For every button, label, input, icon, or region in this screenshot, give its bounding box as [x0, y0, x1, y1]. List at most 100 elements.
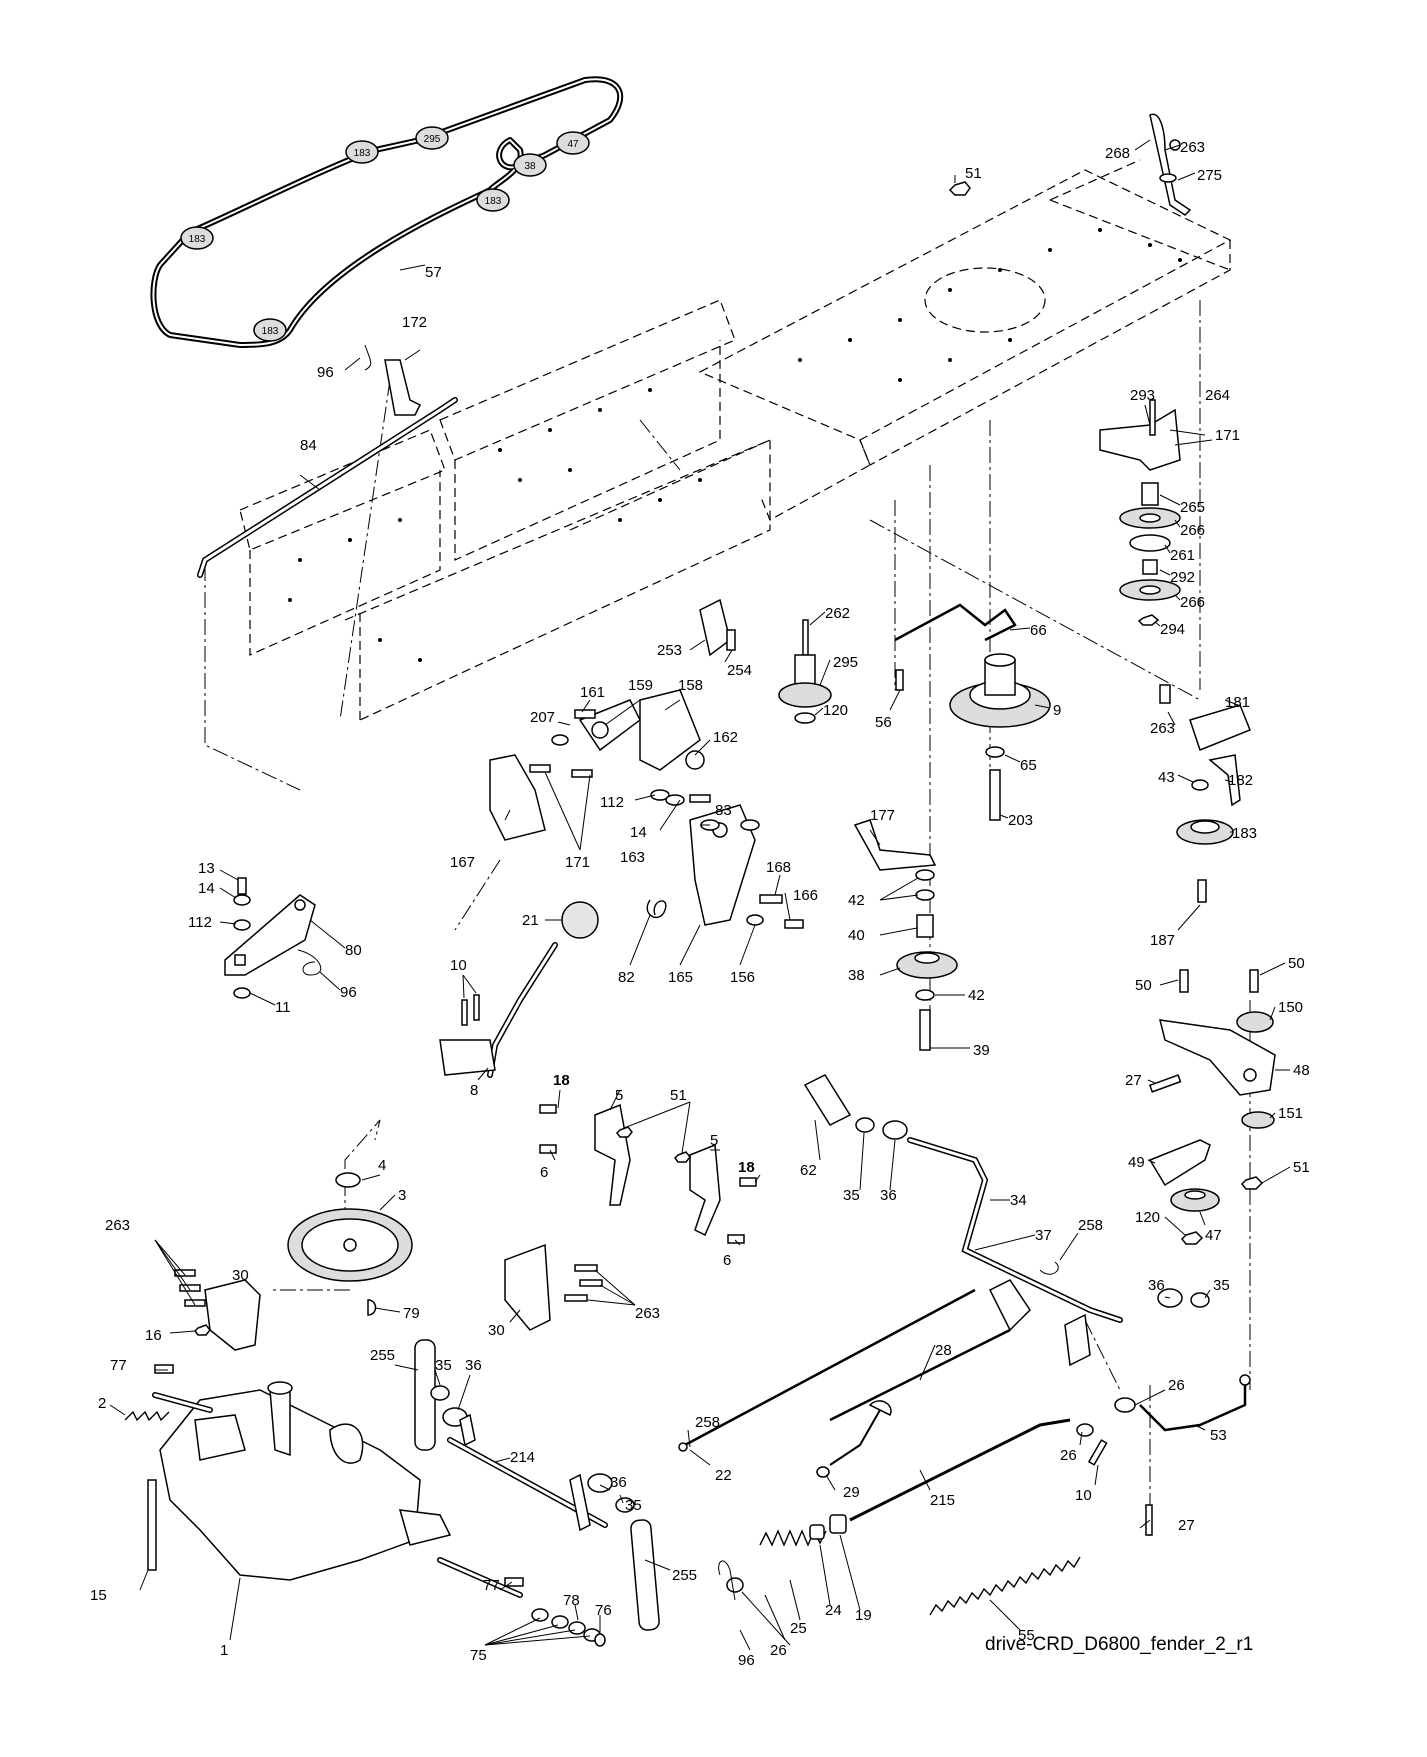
washer [726, 1577, 744, 1593]
bolt [1159, 684, 1171, 704]
transaxle-pulley [287, 1208, 413, 1282]
callout: 162 [713, 729, 738, 746]
nut [948, 181, 971, 196]
bushing [803, 1074, 852, 1126]
nut [194, 1324, 211, 1336]
control-rod [829, 1328, 1011, 1422]
bolt [1145, 1504, 1153, 1536]
callout: 18 [738, 1159, 755, 1176]
callout: 84 [300, 437, 317, 454]
bolt [759, 894, 783, 904]
callout: 263 [1180, 139, 1205, 156]
belt-pulley-badge: 183 [180, 226, 214, 250]
callout: 83 [715, 802, 732, 819]
callout: 76 [595, 1602, 612, 1619]
washer [915, 869, 935, 881]
bolt [574, 709, 596, 719]
spacer [1241, 1111, 1275, 1129]
ferrule [829, 1514, 847, 1534]
washer [531, 1608, 549, 1622]
callout: 65 [1020, 757, 1037, 774]
lever-plate [639, 689, 705, 771]
belt-pulley-badge: 295 [415, 126, 449, 150]
callout: 77 [483, 1577, 500, 1594]
link [630, 1519, 660, 1631]
bracket [699, 598, 731, 657]
callout: 36 [1148, 1277, 1165, 1294]
callout: 255 [672, 1567, 697, 1584]
washer [882, 1120, 908, 1140]
callout: 43 [1158, 769, 1175, 786]
callout: 42 [968, 987, 985, 1004]
callout: 258 [695, 1414, 720, 1431]
callout: 37 [1035, 1227, 1052, 1244]
callout: 11 [275, 999, 291, 1016]
key [504, 1577, 524, 1587]
idler-pulley [778, 619, 832, 724]
bolt [539, 1144, 557, 1154]
bolt [919, 1009, 931, 1051]
callout: 2 [98, 1395, 106, 1412]
shift-lever [439, 942, 558, 1078]
bolt [461, 994, 480, 1026]
callout: 5 [615, 1087, 623, 1104]
washer [746, 914, 764, 926]
spring [124, 1410, 170, 1422]
callout: 112 [188, 914, 212, 931]
leader-lines [109, 139, 1291, 1651]
brake-arm [224, 894, 316, 976]
callout: 265 [1180, 499, 1205, 516]
spacer [1142, 559, 1158, 575]
chassis-frame [239, 159, 1232, 721]
washer [1191, 779, 1209, 791]
callout: 14 [630, 824, 647, 841]
svg-text:183: 183 [189, 234, 206, 245]
callout: 266 [1180, 522, 1205, 539]
callout: 253 [657, 642, 682, 659]
callout: 14 [198, 880, 215, 897]
circlip [335, 1172, 361, 1188]
callout: 26 [770, 1642, 787, 1659]
washer [650, 789, 670, 801]
callout: 293 [1130, 387, 1155, 404]
callout: 26 [1060, 1447, 1077, 1464]
callout: 295 [833, 654, 858, 671]
bolt [237, 877, 247, 895]
washer [233, 894, 251, 906]
callout: 96 [317, 364, 334, 381]
callout: 263 [635, 1305, 660, 1322]
callout: 35 [843, 1187, 860, 1204]
svg-text:183: 183 [262, 326, 279, 337]
washer [233, 987, 251, 999]
spring-rod [1149, 113, 1192, 216]
extension-spring [929, 1556, 1081, 1616]
pulley [1119, 579, 1181, 601]
spacer [916, 914, 934, 938]
callout: 77 [110, 1357, 127, 1374]
washer [915, 989, 935, 1001]
callout: 96 [340, 984, 357, 1001]
bolt [1179, 969, 1189, 993]
callout: 28 [935, 1342, 952, 1359]
nut [1240, 1176, 1264, 1190]
callout: 47 [1205, 1227, 1222, 1244]
idler-pulley [1170, 1188, 1220, 1212]
pulley [896, 951, 958, 979]
callout: 10 [1075, 1487, 1092, 1504]
brake-link [1139, 1374, 1251, 1432]
callout: 151 [1278, 1105, 1303, 1122]
svg-text:38: 38 [524, 161, 536, 172]
bolt [571, 769, 593, 778]
transaxle [152, 1381, 523, 1598]
callout: 42 [848, 892, 865, 909]
callout: 13 [198, 860, 215, 877]
callout: 187 [1150, 932, 1175, 949]
callout: 49 [1128, 1154, 1145, 1171]
svg-text:47: 47 [567, 139, 579, 150]
callout: 35 [1213, 1277, 1230, 1294]
callout: 78 [563, 1592, 580, 1609]
mount-bracket [504, 1243, 603, 1331]
hairpin-clip [718, 1560, 736, 1601]
bolt [895, 669, 904, 691]
